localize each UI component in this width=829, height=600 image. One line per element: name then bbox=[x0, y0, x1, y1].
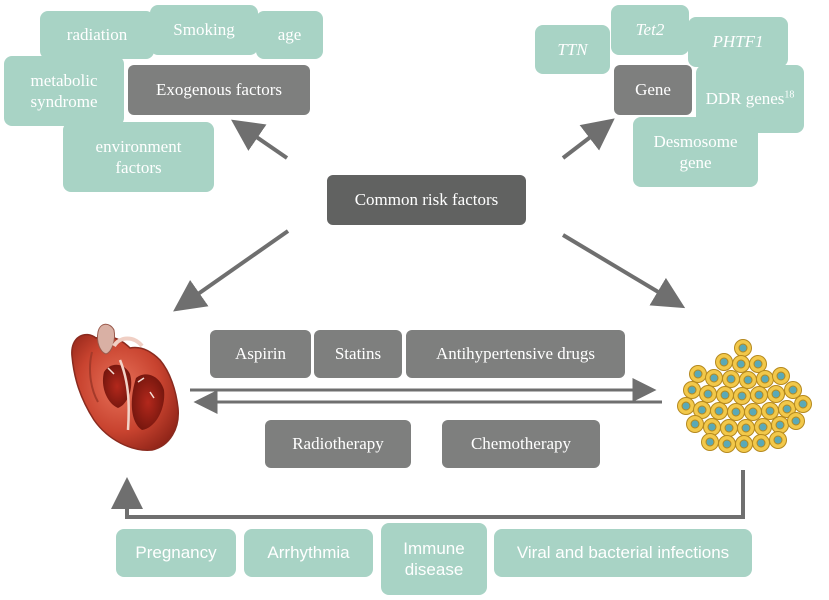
condition-pregnancy: Pregnancy bbox=[116, 529, 236, 577]
gene-phtf1: PHTF1 bbox=[688, 17, 788, 67]
therapy-chemotherapy: Chemotherapy bbox=[442, 420, 600, 468]
factor-environment: environment factors bbox=[63, 122, 214, 192]
gene-box: Gene bbox=[614, 65, 692, 115]
drug-statins: Statins bbox=[314, 330, 402, 378]
condition-immune-disease: Immune disease bbox=[381, 523, 487, 595]
factor-label: environment factors bbox=[95, 136, 182, 177]
arrow-to-heart bbox=[173, 229, 290, 312]
condition-label: Immune disease bbox=[403, 538, 465, 579]
therapy-radiotherapy: Radiotherapy bbox=[265, 420, 411, 468]
drug-label: Aspirin bbox=[235, 344, 286, 364]
gene-tet2: Tet2 bbox=[611, 5, 689, 55]
gene-box-label: Gene bbox=[635, 80, 671, 100]
arrow-to-tumor bbox=[561, 233, 686, 309]
condition-label: Viral and bacterial infections bbox=[516, 543, 730, 563]
gene-label: TTN bbox=[557, 39, 588, 59]
condition-arrhythmia: Arrhythmia bbox=[244, 529, 373, 577]
gene-label: PHTF1 bbox=[712, 32, 764, 52]
factor-label: radiation bbox=[66, 25, 128, 45]
citation-superscript: 18 bbox=[784, 89, 795, 101]
gene-ddr-text: DDR genes bbox=[705, 89, 785, 109]
factor-metabolic-syndrome: metabolic syndrome bbox=[4, 56, 124, 126]
therapy-label: Chemotherapy bbox=[470, 434, 572, 454]
gene-ttn: TTN bbox=[535, 25, 610, 74]
common-risk-factors-box: Common risk factors bbox=[327, 175, 526, 225]
drug-label: Statins bbox=[334, 344, 382, 364]
factor-label: age bbox=[277, 25, 302, 45]
factor-label: metabolic syndrome bbox=[30, 70, 98, 111]
therapy-label: Radiotherapy bbox=[292, 434, 384, 454]
gene-label: DDR genes18 bbox=[706, 88, 795, 109]
condition-infections: Viral and bacterial infections bbox=[494, 529, 752, 577]
center-label: Common risk factors bbox=[354, 190, 499, 210]
gene-label: Tet2 bbox=[635, 20, 665, 40]
factor-smoking: Smoking bbox=[150, 5, 258, 55]
bracket-bottom bbox=[111, 470, 745, 519]
gene-label: Desmosome gene bbox=[653, 131, 738, 172]
gene-desmosome: Desmosome gene bbox=[633, 117, 758, 187]
arrow-to-exogenous bbox=[231, 119, 289, 160]
drug-label: Antihypertensive drugs bbox=[435, 344, 596, 364]
condition-label: Arrhythmia bbox=[267, 543, 350, 563]
factor-age: age bbox=[256, 11, 323, 59]
arrow-to-gene bbox=[561, 118, 615, 160]
exogenous-label: Exogenous factors bbox=[155, 80, 283, 100]
condition-label: Pregnancy bbox=[135, 543, 217, 563]
factor-radiation: radiation bbox=[40, 11, 154, 59]
drug-aspirin: Aspirin bbox=[210, 330, 311, 378]
drug-antihypertensive: Antihypertensive drugs bbox=[406, 330, 625, 378]
factor-label: Smoking bbox=[173, 20, 235, 40]
exogenous-factors-box: Exogenous factors bbox=[128, 65, 310, 115]
